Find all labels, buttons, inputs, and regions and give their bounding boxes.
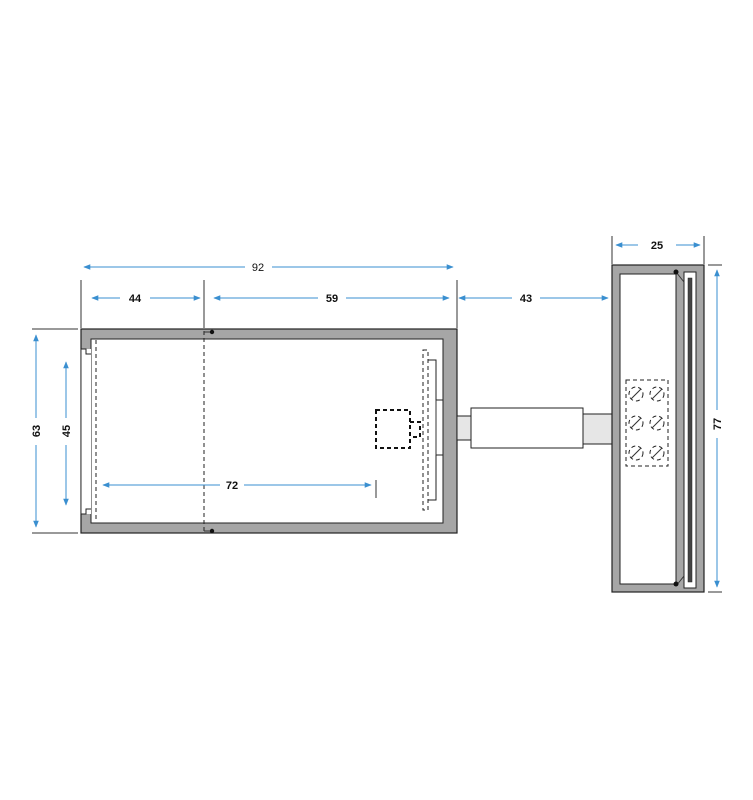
bolt-icon (649, 386, 665, 402)
bolt-slash (630, 388, 642, 400)
label-left-section: 44 (129, 293, 142, 305)
bolt-icon (628, 386, 644, 402)
shaft-coupler (470, 407, 584, 449)
label-inner-height: 45 (61, 425, 73, 437)
left-notch-bottom (81, 508, 91, 515)
dimension-lines (33, 242, 720, 588)
bolt-slash (630, 417, 642, 429)
hinge-bottom-icon (209, 528, 215, 534)
label-gap: 43 (520, 293, 532, 305)
bolt-icon (649, 445, 665, 461)
bolt-slash (651, 447, 663, 459)
shaft-stub (456, 415, 472, 441)
pivot-bottom-icon (673, 581, 679, 587)
bracket-lower (428, 454, 443, 501)
side-panel-bar (687, 277, 693, 583)
drive-shaft (456, 407, 614, 449)
bolt-slash (651, 417, 663, 429)
shaft-end (582, 413, 614, 445)
label-side-height: 77 (712, 418, 724, 430)
bolt-slash (630, 447, 642, 459)
left-notch-top (81, 348, 91, 355)
enclosure-cavity (90, 338, 444, 524)
dimension-labels: 92 44 59 43 25 72 63 45 77 (31, 240, 724, 492)
pivot-top-icon (673, 269, 679, 275)
main-enclosure (80, 328, 458, 534)
label-overall-width: 92 (252, 262, 264, 274)
label-side-width: 25 (651, 240, 663, 252)
bolt-icon (649, 415, 665, 431)
label-outer-height: 63 (31, 425, 43, 437)
label-depth: 72 (226, 480, 238, 492)
bolt-icon (628, 445, 644, 461)
left-opening (81, 349, 91, 514)
rear-plate-hidden (422, 349, 429, 511)
motor-hidden-box (375, 409, 411, 449)
label-right-section: 59 (326, 293, 338, 305)
bolt-slash (651, 388, 663, 400)
bracket-upper (428, 359, 443, 401)
motor-hidden-coupling (410, 421, 421, 438)
hinge-top-icon (209, 329, 215, 335)
side-panel (611, 264, 705, 593)
bolt-icon (628, 415, 644, 431)
extension-lines (32, 236, 722, 593)
bolt-pattern-hidden (625, 379, 669, 467)
bolt-icons (628, 386, 665, 461)
side-panel-inner (619, 273, 677, 585)
